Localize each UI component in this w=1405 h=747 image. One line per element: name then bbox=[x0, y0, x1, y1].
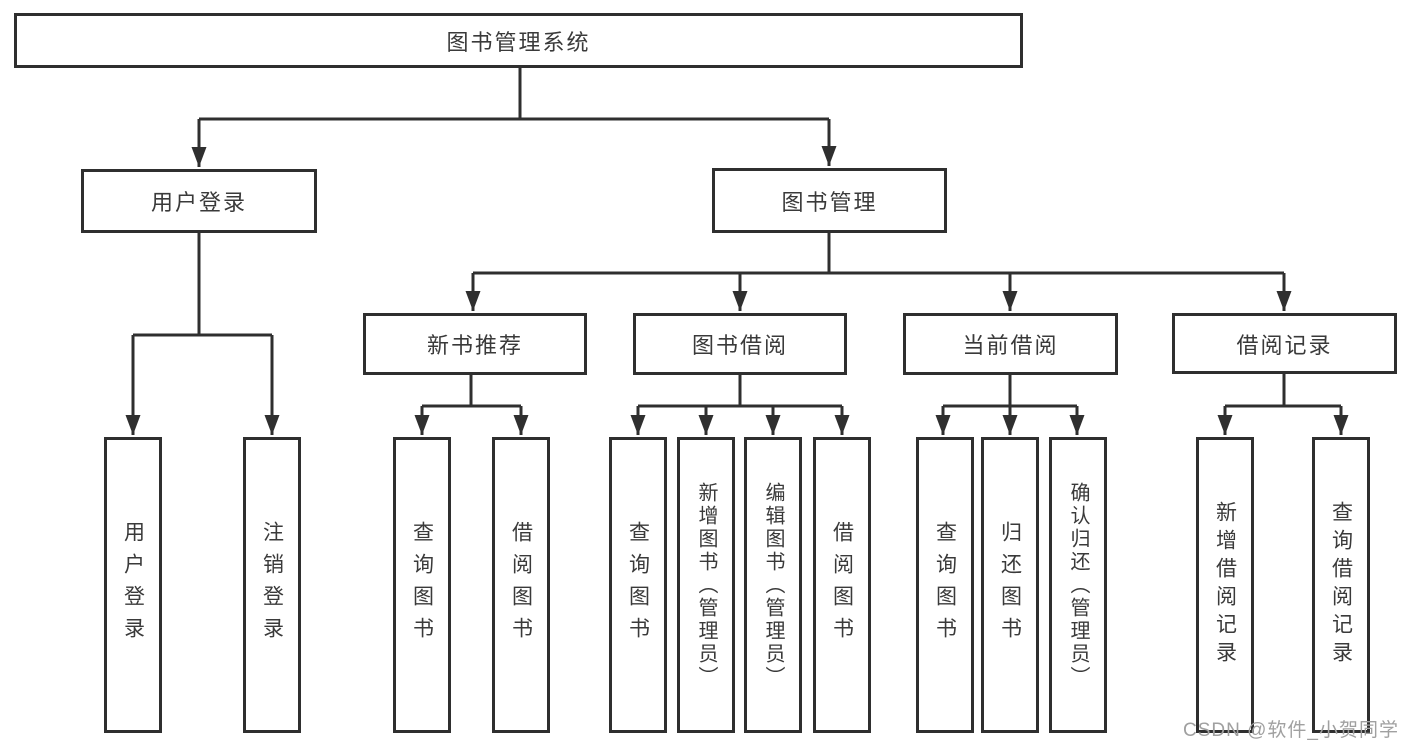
node-leaf-return-books: 归还图书 bbox=[981, 437, 1039, 733]
node-leaf-query-borrow-record: 查询借阅记录 bbox=[1312, 437, 1370, 733]
leaf-label: 查询图书 bbox=[410, 521, 434, 649]
csdn-watermark: CSDN @软件_小贺同学 bbox=[1183, 720, 1399, 741]
node-leaf-borrow-books-1: 借阅图书 bbox=[492, 437, 550, 733]
node-book-management: 图书管理 bbox=[712, 168, 947, 233]
leaf-label: 借阅图书 bbox=[509, 521, 533, 649]
leaf-label: 编辑图书（管理员） bbox=[762, 481, 784, 689]
node-leaf-user-login: 用户登录 bbox=[104, 437, 162, 733]
leaf-label: 查询借阅记录 bbox=[1329, 501, 1353, 669]
node-leaf-add-borrow-record: 新增借阅记录 bbox=[1196, 437, 1254, 733]
leaf-label: 借阅图书 bbox=[830, 521, 854, 649]
leaf-label: 新增借阅记录 bbox=[1213, 501, 1237, 669]
node-leaf-edit-books-admin: 编辑图书（管理员） bbox=[744, 437, 802, 733]
node-leaf-logout: 注销登录 bbox=[243, 437, 301, 733]
leaf-label: 用户登录 bbox=[121, 521, 145, 649]
node-root-system: 图书管理系统 bbox=[14, 13, 1023, 68]
node-leaf-query-books-1: 查询图书 bbox=[393, 437, 451, 733]
leaf-label: 查询图书 bbox=[933, 521, 957, 649]
leaf-label: 归还图书 bbox=[998, 521, 1022, 649]
node-borrowing-records: 借阅记录 bbox=[1172, 313, 1397, 374]
leaf-label: 查询图书 bbox=[626, 521, 650, 649]
node-leaf-confirm-return-admin: 确认归还（管理员） bbox=[1049, 437, 1107, 733]
node-current-borrowing: 当前借阅 bbox=[903, 313, 1118, 375]
node-leaf-borrow-books-2: 借阅图书 bbox=[813, 437, 871, 733]
leaf-label: 新增图书（管理员） bbox=[695, 481, 717, 689]
node-leaf-add-books-admin: 新增图书（管理员） bbox=[677, 437, 735, 733]
node-user-login: 用户登录 bbox=[81, 169, 317, 233]
node-leaf-query-books-3: 查询图书 bbox=[916, 437, 974, 733]
node-new-book-recommend: 新书推荐 bbox=[363, 313, 587, 375]
leaf-label: 确认归还（管理员） bbox=[1067, 481, 1089, 689]
leaf-label: 注销登录 bbox=[260, 521, 284, 649]
node-leaf-query-books-2: 查询图书 bbox=[609, 437, 667, 733]
node-book-borrowing: 图书借阅 bbox=[633, 313, 847, 375]
